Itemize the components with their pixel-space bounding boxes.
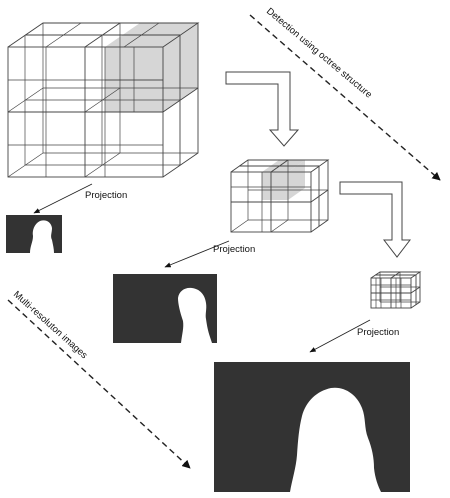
projection-label-1: Projection xyxy=(85,190,127,201)
projection-label-3: Projection xyxy=(357,327,399,338)
large-octree-cube xyxy=(7,22,200,178)
medium-octree-cube xyxy=(230,159,330,233)
projection-label-2: Projection xyxy=(213,244,255,255)
projection-arrow-1 xyxy=(33,183,93,214)
projection-arrow-3 xyxy=(309,319,371,353)
highlighted-octant-side xyxy=(163,23,198,112)
small-octree-cube xyxy=(370,271,422,309)
multires-label: Multi-resoluton images xyxy=(11,289,90,361)
multires-direction-arrow xyxy=(7,299,191,469)
image-medium-resolution xyxy=(113,274,217,343)
refinement-arrow-2 xyxy=(339,181,412,258)
projection-arrow-2 xyxy=(164,240,230,268)
detection-direction-arrow xyxy=(249,14,441,181)
image-low-resolution xyxy=(6,215,62,253)
image-high-resolution xyxy=(214,362,410,492)
refinement-arrow-1 xyxy=(225,71,300,147)
